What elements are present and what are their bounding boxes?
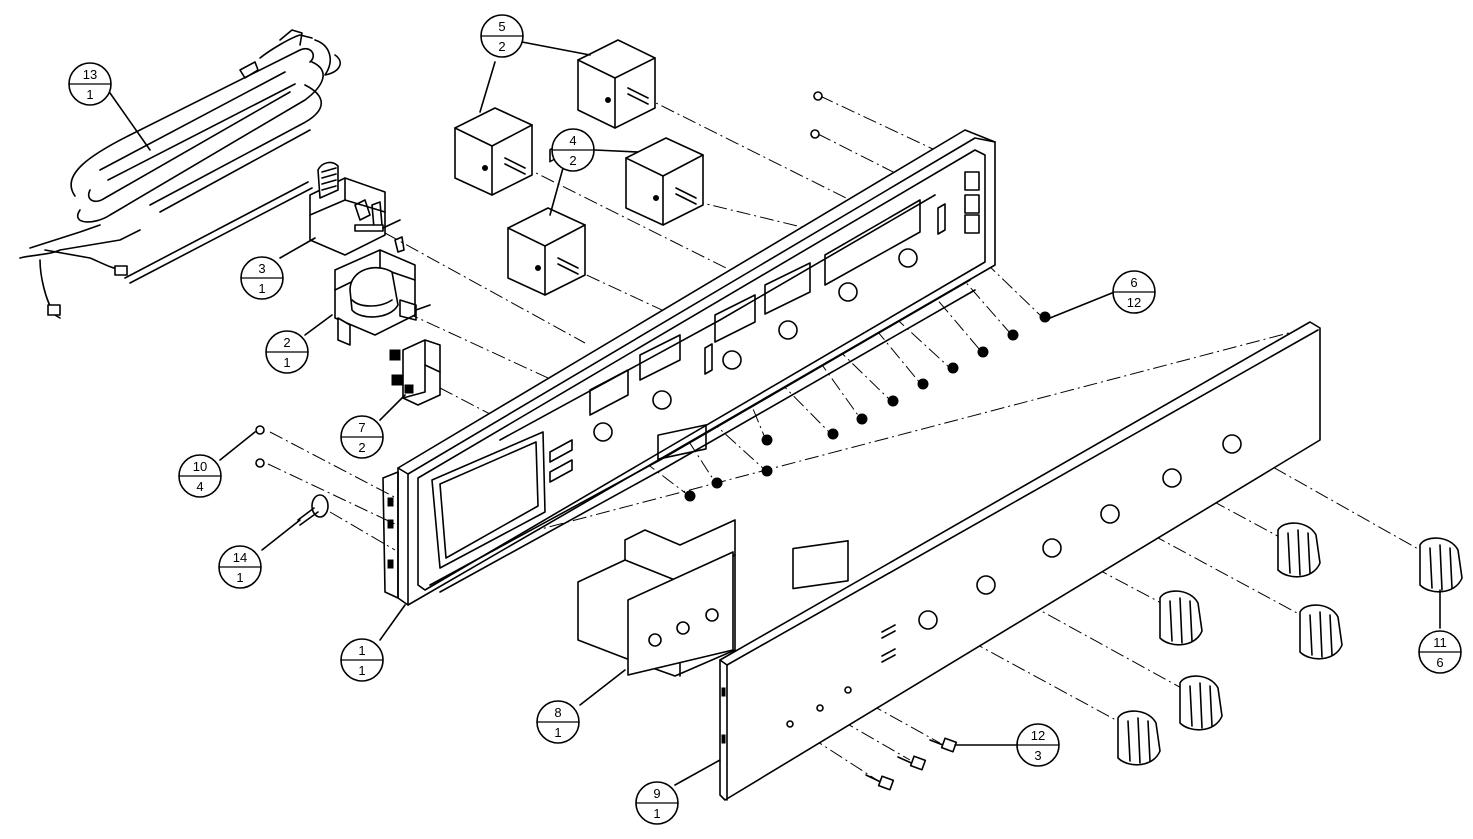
callout-14: 14 1 [218, 545, 262, 589]
callout-14-quantity: 1 [236, 570, 243, 585]
part-6-screws [684, 311, 1051, 502]
callout-12-number: 12 [1031, 728, 1045, 743]
callout-9: 9 1 [635, 781, 679, 825]
callout-6-quantity: 12 [1127, 295, 1141, 310]
callout-12-quantity: 3 [1034, 748, 1041, 763]
callout-12: 12 3 [1016, 723, 1060, 767]
part-12-bolts [865, 737, 958, 791]
callout-1-number: 1 [358, 643, 365, 658]
callout-14-number: 14 [233, 550, 247, 565]
part-8-timer [577, 424, 736, 677]
callout-2-number: 2 [283, 335, 290, 350]
callout-4-number: 4 [569, 133, 576, 148]
callout-5-quantity: 2 [498, 39, 505, 54]
callout-3: 3 1 [240, 256, 284, 300]
part-11-knobs [1117, 522, 1463, 766]
part-14-grommet [297, 494, 329, 526]
callout-4: 4 2 [551, 128, 595, 172]
part-1-control-panel [382, 129, 996, 606]
callout-7-quantity: 2 [358, 440, 365, 455]
callout-10: 10 4 [178, 454, 222, 498]
callout-11-number: 11 [1433, 635, 1447, 650]
callout-2-quantity: 1 [283, 355, 290, 370]
part-5-infinite-switch-lower [454, 107, 533, 196]
callout-5: 5 2 [480, 14, 524, 58]
callout-4-quantity: 2 [569, 153, 576, 168]
callout-13: 13 1 [68, 62, 112, 106]
callout-1: 1 1 [340, 638, 384, 682]
part-13-wire-harness [19, 29, 341, 319]
part-5-infinite-switch-upper [577, 39, 656, 129]
callout-7: 7 2 [340, 415, 384, 459]
callout-11: 11 6 [1418, 630, 1462, 674]
knob [1299, 604, 1343, 660]
callout-1-quantity: 1 [358, 663, 365, 678]
callout-10-number: 10 [193, 459, 207, 474]
callout-3-quantity: 1 [258, 281, 265, 296]
callout-6: 6 12 [1112, 270, 1156, 314]
part-3-thermostat [309, 161, 401, 256]
callout-8-number: 8 [554, 705, 561, 720]
callout-8: 8 1 [536, 700, 580, 744]
callout-6-number: 6 [1130, 275, 1137, 290]
knob [1277, 522, 1321, 578]
part-7-rocker-switch [389, 339, 441, 406]
callout-13-quantity: 1 [86, 87, 93, 102]
callout-7-number: 7 [358, 420, 365, 435]
part-10-screws [255, 91, 823, 468]
part-2-selector-switch [334, 236, 431, 346]
knob [1179, 675, 1223, 731]
callout-leaders [109, 41, 1441, 786]
callout-9-number: 9 [653, 786, 660, 801]
part-4-infinite-switch-lower [507, 207, 586, 296]
callout-2: 2 1 [265, 330, 309, 374]
callout-10-quantity: 4 [196, 479, 203, 494]
callout-8-quantity: 1 [554, 725, 561, 740]
part-4-infinite-switch-upper [625, 137, 704, 226]
callout-9-quantity: 1 [653, 806, 660, 821]
knob [1159, 590, 1203, 646]
callout-5-number: 5 [498, 19, 505, 34]
knob [1117, 710, 1161, 766]
part-9-front-bezel [719, 321, 1321, 801]
callout-13-number: 13 [83, 67, 97, 82]
callout-3-number: 3 [258, 261, 265, 276]
knob [1419, 537, 1463, 593]
capillary-tube [124, 181, 313, 284]
callout-11-quantity: 6 [1436, 655, 1443, 670]
